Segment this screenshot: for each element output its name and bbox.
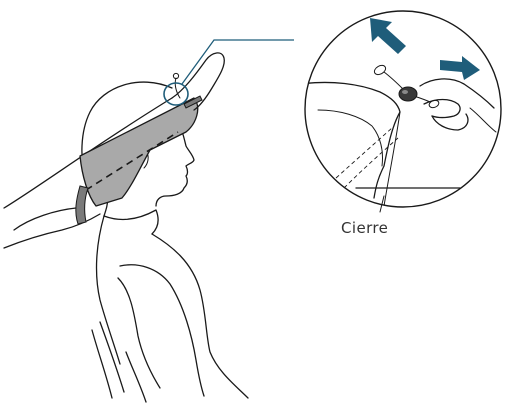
helper-thumb [14,208,76,230]
chair-line-1 [100,322,124,392]
chair-line-3 [126,352,146,402]
torso-back [97,216,120,364]
cap-strap [76,186,88,224]
torso-front [152,234,248,398]
callout-leader [182,40,294,84]
chair-line-2 [92,330,112,398]
cap-body [80,98,198,206]
arm-inner [118,278,160,388]
collar [104,210,158,234]
callout-ring [164,83,188,105]
callout [164,40,294,105]
detail-toggle-highlight [402,90,408,94]
swim-cap [76,53,224,224]
detail-toggle [399,87,417,101]
closure-label: Cierre [341,219,388,237]
arm-crease [120,265,204,396]
